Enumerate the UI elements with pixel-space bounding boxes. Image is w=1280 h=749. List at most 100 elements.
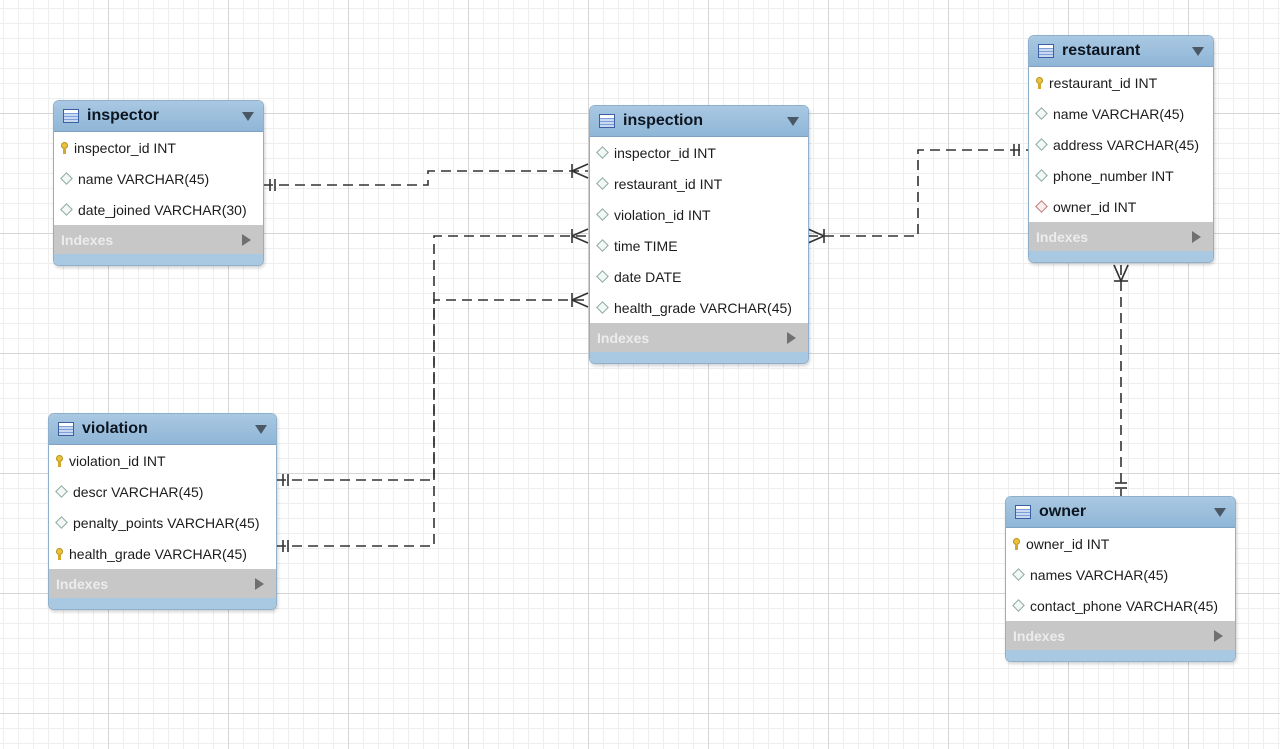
column-label: owner_id INT: [1053, 198, 1137, 215]
column-row[interactable]: health_grade VARCHAR(45): [49, 538, 276, 569]
diamond-icon: [1012, 568, 1025, 581]
column-row[interactable]: restaurant_id INT: [590, 168, 808, 199]
column-row[interactable]: violation_id INT: [49, 445, 276, 476]
cardinality-many-marker: [807, 228, 825, 244]
column-row[interactable]: names VARCHAR(45): [1006, 559, 1235, 590]
table-header[interactable]: owner: [1006, 497, 1235, 528]
column-label: name VARCHAR(45): [1053, 105, 1185, 122]
indexes-label: Indexes: [1036, 228, 1089, 245]
table-footer: [54, 254, 263, 265]
column-label: restaurant_id INT: [614, 175, 723, 192]
column-row[interactable]: owner_id INT: [1006, 528, 1235, 559]
column-label: health_grade VARCHAR(45): [614, 299, 792, 316]
column-label: health_grade VARCHAR(45): [69, 545, 247, 562]
table-violation[interactable]: violation violation_id INT descr VARCHAR…: [48, 413, 277, 610]
column-row[interactable]: name VARCHAR(45): [54, 163, 263, 194]
expand-triangle-icon[interactable]: [1192, 230, 1201, 243]
column-row[interactable]: restaurant_id INT: [1029, 67, 1213, 98]
table-footer: [49, 598, 276, 609]
collapse-triangle-icon[interactable]: [1192, 46, 1204, 56]
indexes-bar[interactable]: Indexes: [49, 569, 276, 598]
cardinality-many-marker: [571, 292, 589, 308]
indexes-bar[interactable]: Indexes: [1029, 222, 1213, 251]
column-row[interactable]: address VARCHAR(45): [1029, 129, 1213, 160]
column-list: violation_id INT descr VARCHAR(45) penal…: [49, 445, 276, 569]
diamond-icon: [1035, 169, 1048, 182]
cardinality-many-marker: [571, 163, 589, 179]
column-label: penalty_points VARCHAR(45): [73, 514, 260, 531]
indexes-label: Indexes: [1013, 627, 1066, 644]
diamond-icon: [596, 208, 609, 221]
collapse-triangle-icon[interactable]: [787, 116, 799, 126]
table-header[interactable]: inspection: [590, 106, 808, 137]
collapse-triangle-icon[interactable]: [242, 111, 254, 121]
column-row[interactable]: violation_id INT: [590, 199, 808, 230]
diamond-icon: [596, 270, 609, 283]
diamond-icon: [1035, 138, 1048, 151]
column-row[interactable]: date_joined VARCHAR(30): [54, 194, 263, 225]
collapse-triangle-icon[interactable]: [1214, 507, 1226, 517]
column-row[interactable]: phone_number INT: [1029, 160, 1213, 191]
table-inspection[interactable]: inspection inspector_id INT restaurant_i…: [589, 105, 809, 364]
expand-triangle-icon[interactable]: [787, 331, 796, 344]
table-owner[interactable]: owner owner_id INT names VARCHAR(45) con…: [1005, 496, 1236, 662]
column-label: date DATE: [614, 268, 682, 285]
cardinality-one-marker: [282, 540, 289, 552]
column-row[interactable]: contact_phone VARCHAR(45): [1006, 590, 1235, 621]
key-icon: [56, 455, 63, 467]
column-row[interactable]: owner_id INT: [1029, 191, 1213, 222]
cardinality-one-marker: [1013, 144, 1020, 156]
column-label: date_joined VARCHAR(30): [78, 201, 247, 218]
column-label: inspector_id INT: [614, 144, 716, 161]
table-header[interactable]: inspector: [54, 101, 263, 132]
expand-triangle-icon[interactable]: [242, 233, 251, 246]
diamond-icon: [60, 172, 73, 185]
relationship-restaurant-inspection: [808, 149, 1028, 237]
table-header[interactable]: restaurant: [1029, 36, 1213, 67]
table-icon: [599, 114, 615, 128]
table-footer: [1006, 650, 1235, 661]
table-header[interactable]: violation: [49, 414, 276, 445]
indexes-bar[interactable]: Indexes: [590, 323, 808, 352]
indexes-bar[interactable]: Indexes: [1006, 621, 1235, 650]
table-inspector[interactable]: inspector inspector_id INT name VARCHAR(…: [53, 100, 264, 266]
column-label: name VARCHAR(45): [78, 170, 210, 187]
column-label: descr VARCHAR(45): [73, 483, 204, 500]
diamond-icon: [596, 301, 609, 314]
table-footer: [1029, 251, 1213, 262]
relationship-violation-inspection-1: [276, 235, 588, 481]
column-row[interactable]: penalty_points VARCHAR(45): [49, 507, 276, 538]
cardinality-one-marker: [282, 474, 289, 486]
table-title: owner: [1039, 503, 1087, 520]
diamond-icon: [60, 203, 73, 216]
table-restaurant[interactable]: restaurant restaurant_id INT name VARCHA…: [1028, 35, 1214, 263]
indexes-bar[interactable]: Indexes: [54, 225, 263, 254]
diamond-icon: [596, 177, 609, 190]
column-row[interactable]: inspector_id INT: [54, 132, 263, 163]
indexes-label: Indexes: [56, 575, 109, 592]
table-title: inspector: [87, 107, 160, 124]
table-icon: [63, 109, 79, 123]
column-row[interactable]: date DATE: [590, 261, 808, 292]
column-label: violation_id INT: [614, 206, 711, 223]
table-icon: [58, 422, 74, 436]
indexes-label: Indexes: [61, 231, 114, 248]
column-row[interactable]: name VARCHAR(45): [1029, 98, 1213, 129]
collapse-triangle-icon[interactable]: [255, 424, 267, 434]
column-list: inspector_id INT restaurant_id INT viola…: [590, 137, 808, 323]
column-label: restaurant_id INT: [1049, 74, 1158, 91]
column-label: violation_id INT: [69, 452, 166, 469]
column-row[interactable]: time TIME: [590, 230, 808, 261]
diamond-icon: [55, 516, 68, 529]
foreign-key-diamond-icon: [1035, 200, 1048, 213]
expand-triangle-icon[interactable]: [255, 577, 264, 590]
column-label: inspector_id INT: [74, 139, 176, 156]
column-row[interactable]: health_grade VARCHAR(45): [590, 292, 808, 323]
column-label: phone_number INT: [1053, 167, 1174, 184]
table-title: restaurant: [1062, 42, 1141, 59]
column-row[interactable]: inspector_id INT: [590, 137, 808, 168]
column-row[interactable]: descr VARCHAR(45): [49, 476, 276, 507]
table-icon: [1038, 44, 1054, 58]
expand-triangle-icon[interactable]: [1214, 629, 1223, 642]
